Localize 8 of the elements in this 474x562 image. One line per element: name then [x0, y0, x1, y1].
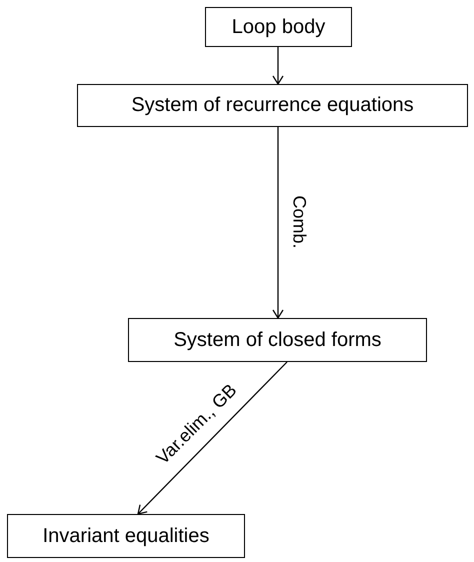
process-box: System of recurrence equations [77, 84, 468, 127]
process-box: Invariant equalities [7, 514, 245, 558]
process-box: System of closed forms [128, 318, 427, 362]
arrow [137, 362, 288, 515]
process-box: Loop body [205, 7, 352, 47]
arrow [272, 47, 284, 85]
edge-label: Comb. [290, 194, 308, 250]
arrow [272, 127, 284, 319]
